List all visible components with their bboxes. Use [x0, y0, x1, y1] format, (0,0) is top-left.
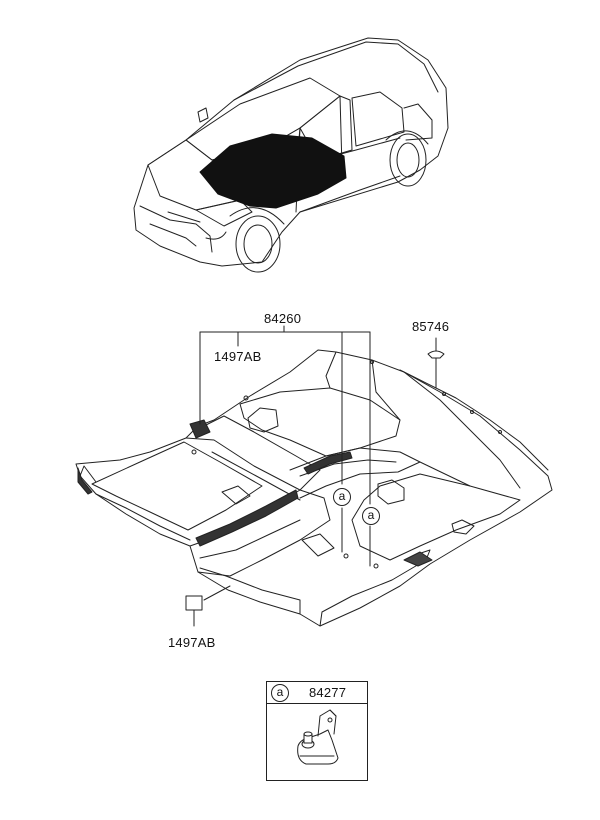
carpet-pad-front-right	[247, 407, 279, 433]
car-front-wheel	[235, 215, 281, 273]
carpet-center-tunnel	[185, 415, 321, 491]
pad-1497AB-lower	[185, 595, 203, 611]
part-label-1497AB-upper: 1497AB	[214, 349, 262, 364]
floor-carpet-assembly	[75, 349, 553, 627]
car-mirror	[197, 107, 209, 123]
car-side-window-rear	[351, 91, 405, 147]
fastener-84277	[297, 709, 339, 765]
carpet-pad-center	[301, 533, 335, 557]
legend-ref-circle: a	[271, 684, 289, 702]
part-label-85746: 85746	[412, 319, 450, 334]
legend-part-number: 84277	[309, 685, 347, 700]
legend-header: a 84277	[267, 682, 367, 704]
carpet-pad-rear-1	[377, 479, 405, 505]
carpet-pad-rear-2	[451, 519, 475, 535]
part-label-1497AB-lower: 1497AB	[168, 635, 216, 650]
car-body-outline	[133, 37, 449, 267]
car-floor-carpet-highlight	[199, 133, 347, 209]
car-grille	[139, 205, 213, 253]
car-roof	[233, 41, 439, 101]
ref-circle-a: a	[362, 507, 380, 525]
part-label-84260: 84260	[264, 311, 302, 326]
ref-circle-a: a	[333, 488, 351, 506]
legend-box: a 84277	[266, 681, 368, 781]
car-rear-wheel	[389, 133, 427, 187]
carpet-outline	[75, 349, 553, 627]
carpet-pad-left	[221, 485, 251, 505]
car-headlight	[195, 199, 253, 227]
leader-lines	[193, 325, 437, 627]
car-illustration	[133, 37, 449, 273]
plug-85746	[427, 350, 445, 359]
